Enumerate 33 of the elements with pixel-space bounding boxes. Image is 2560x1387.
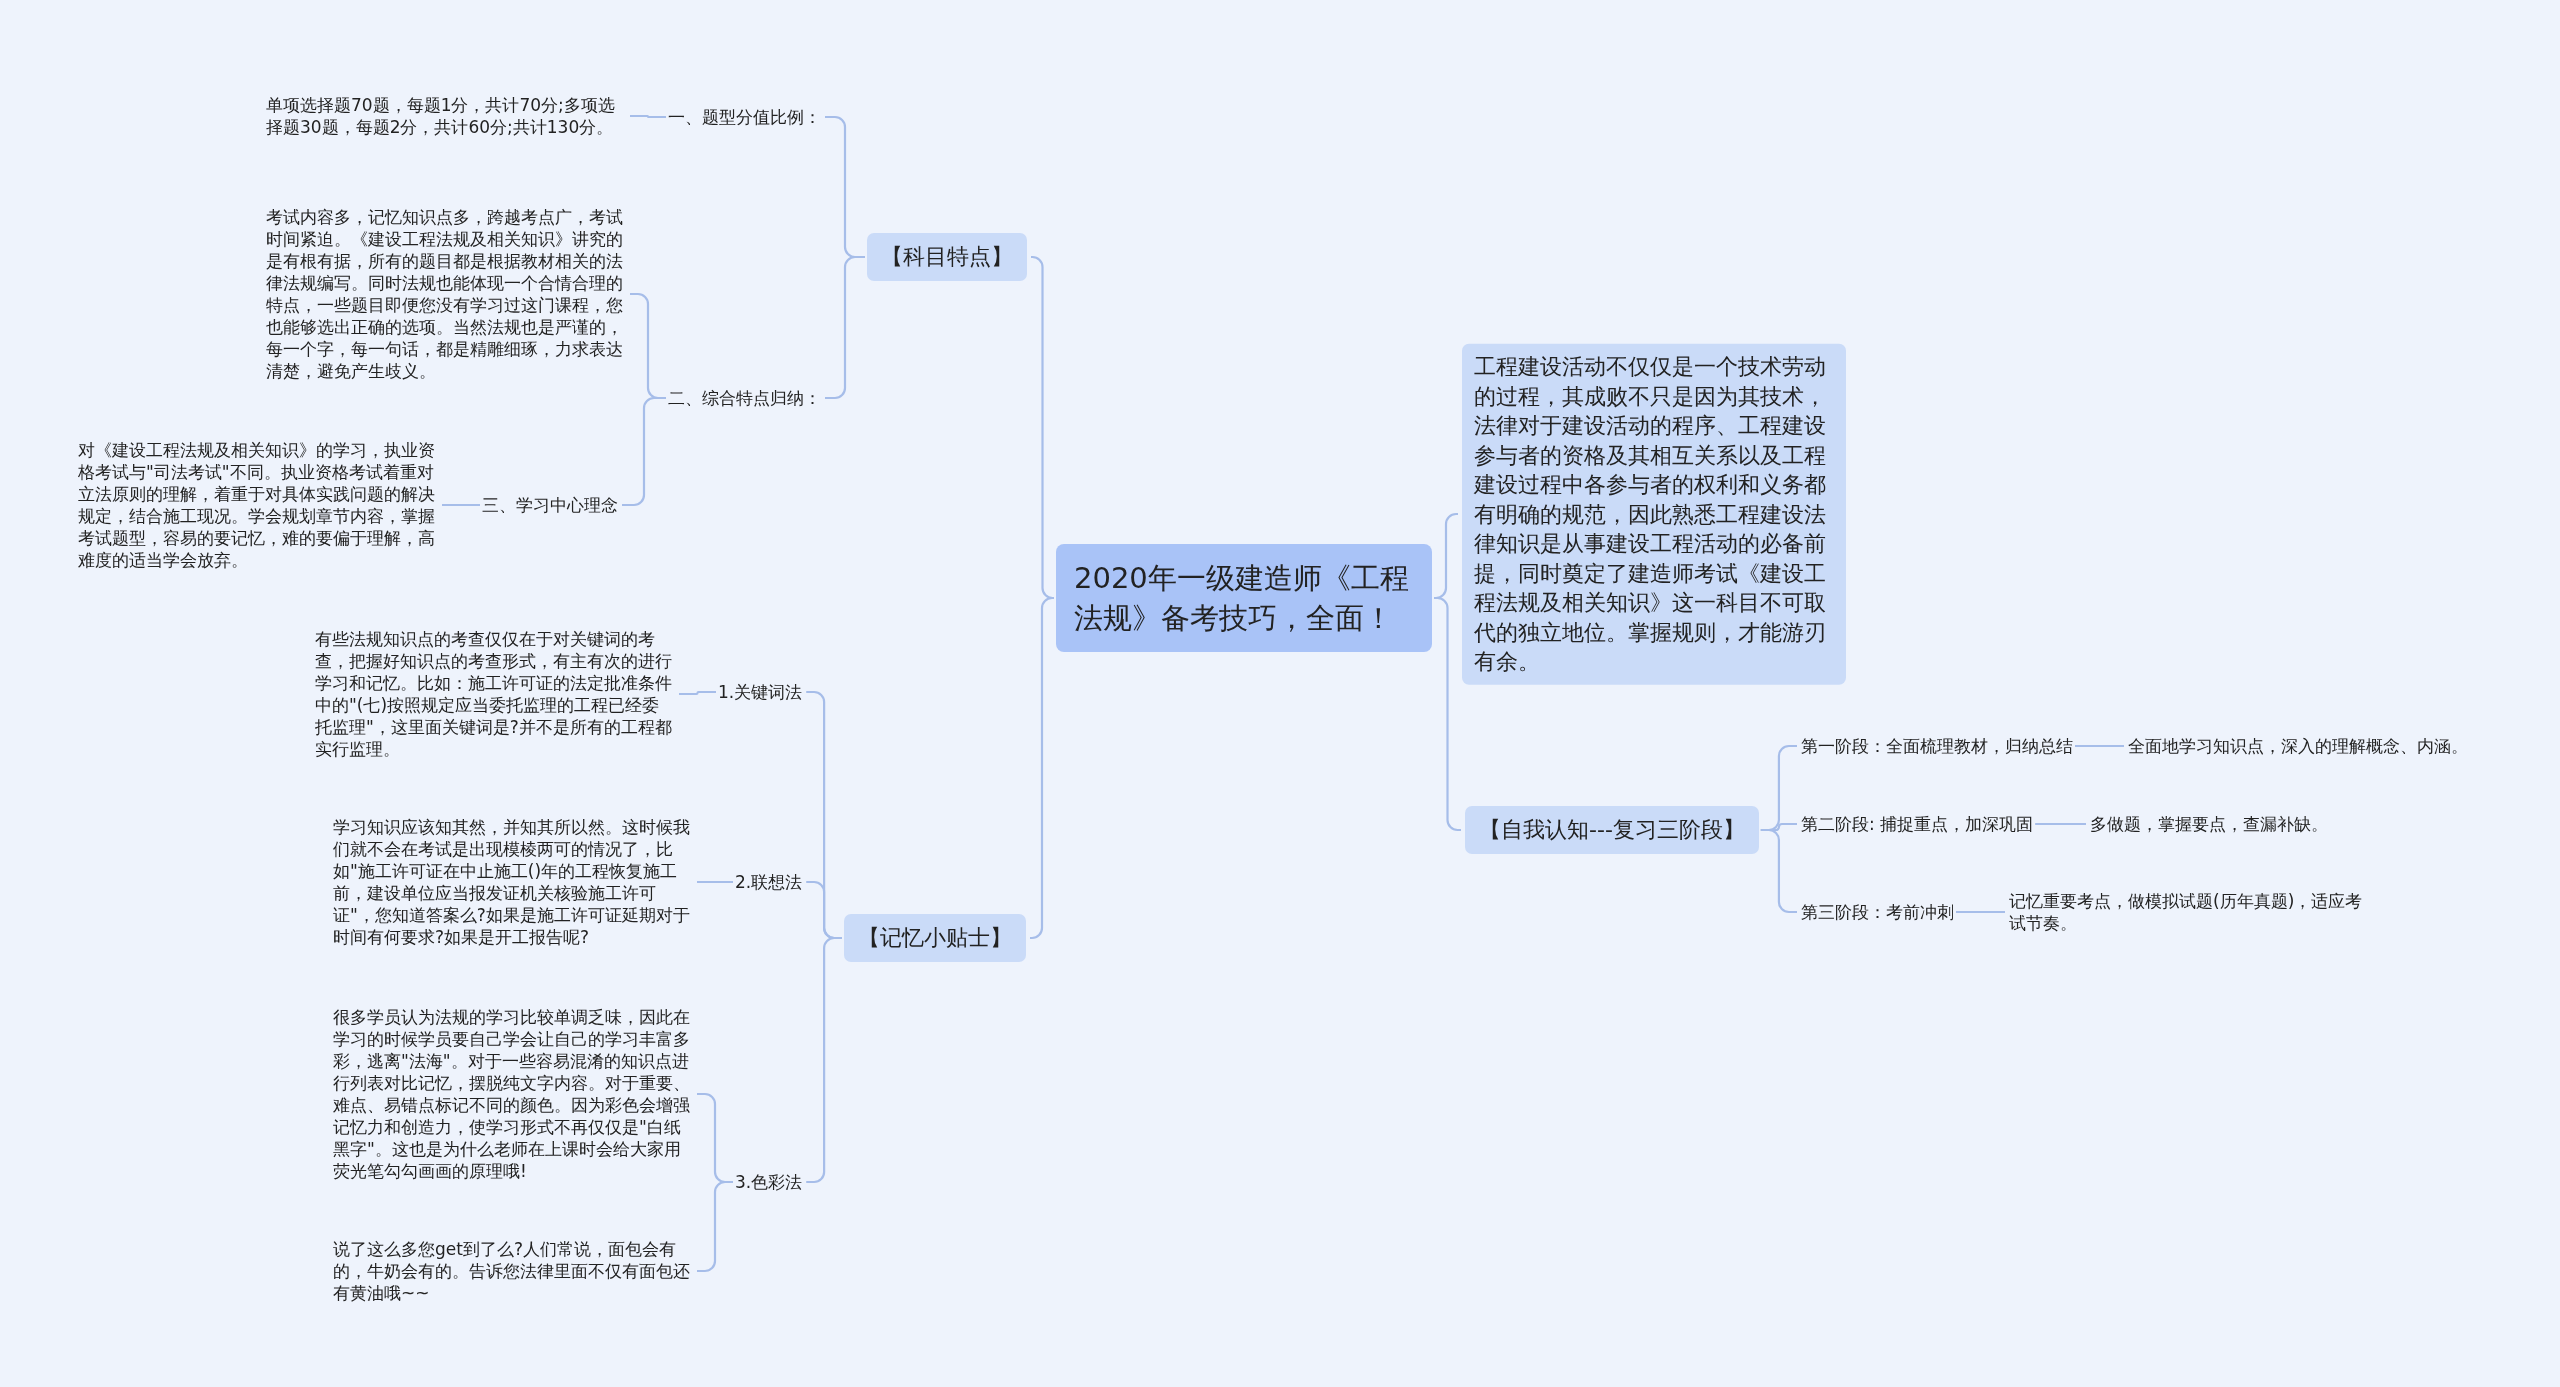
topic-label: 多做题，掌握要点，查漏补缺。 [2090,813,2328,835]
detail-text: 对《建设工程法规及相关知识》的学习，执业资格考试与"司法考试"不同。执业资格考试着重对立法原则的理解，着重于对具体实践问题的解决规定，结合施工现况。学会规划章节内容，掌握考试题型，容易的要记忆，难的要偏于理解，高难度的适当学会放弃。 [78,439,436,571]
topic-label: 1.关键词法 [718,681,803,703]
connector-line [1956,910,2005,914]
connector-line [1434,596,1461,832]
topic-label: 第三阶段：考前冲刺 [1801,901,1954,923]
connector-line [2035,822,2086,826]
connector-line [1029,596,1055,940]
detail-text: 有些法规知识点的考查仅仅在于对关键词的考查，把握好知识点的考查形式，有主有次的进行学习和记忆。比如：施工许可证的法定批准条件中的"(七)按照规定应当委托监理的工程已经委托监理"，这里面关键词是?并不是所有的工程都实行监理。 [315,628,673,760]
connector-line [697,880,733,884]
topic-label: 第一阶段：全面梳理教材，归纳总结 [1801,735,2073,757]
topic-label: 一、题型分值比例： [668,106,821,128]
detail-text: 记忆重要考点，做模拟试题(历年真题)，适应考试节奏。 [2009,890,2364,934]
branch-topic-box: 【科目特点】 [867,233,1027,281]
topic-label: 全面地学习知识点，深入的理解概念、内涵。 [2128,735,2468,757]
connector-line [679,690,716,696]
detail-text: 学习知识应该知其然，并知其所以然。这时候我们就不会在考试是出现模棱两可的情况了，比如"施工许可证在中止施工()年的工程恢复施工前，建设单位应当报发证机关核验施工许可证"，您知道答案么?如果是施工许可证延期对于时间有何要求?如果是开工报告呢? [333,816,691,948]
branch-topic-box: 【自我认知---复习三阶段】 [1465,806,1759,854]
topic-label: 3.色彩法 [735,1171,803,1193]
topic-label: 第二阶段: 捕捉重点，加深巩固 [1801,813,2034,835]
note-box: 工程建设活动不仅仅是一个技术劳动的过程，其成败不只是因为其技术，法律对于建设活动的程序、工程建设参与者的资格及其相互关系以及工程建设过程中各参与者的权利和义务都有明确的规范，因此熟悉工程建设法律知识是从事建设工程活动的必备前提，同时奠定了建造师考试《建设工程法规及相关知识》这一科目不可取代的独立地位。掌握规则，才能游刃有余。 [1462,343,1846,685]
connector-line [630,114,666,119]
detail-text: 考试内容多，记忆知识点多，跨越考点广，考试时间紧迫。《建设工程法规及相关知识》讲究的是有根有据，所有的题目都是根据教材相关的法律法规编写。同时法规也能体现一个合情合理的特点，一些题目即便您没有学习过这门课程，您也能够选出正确的选项。当然法规也是严谨的，每一个字，每一句话，都是精雕细琢，力求表达清楚，避免产生歧义。 [266,206,624,382]
central-topic-box: 2020年一级建造师《工程法规》备考技巧，全面！ [1056,544,1432,652]
branch-topic-box: 【记忆小贴士】 [844,914,1026,962]
detail-text: 很多学员认为法规的学习比较单调乏味，因此在学习的时候学员要自己学会让自己的学习丰富多彩，逃离"法海"。对于一些容易混淆的知识点进行列表对比记忆，摆脱纯文字内容。对于重要、难点、易错点标记不同的颜色。因为彩色会增强记忆力和创造力，使学习形式不再仅仅是"白纸黑字"。这也是为什么老师在上课时会给大家用荧光笔勾勾画画的原理哦! [333,1006,691,1182]
topic-label: 2.联想法 [735,871,803,893]
topic-label: 三、学习中心理念 [482,494,618,516]
topic-label: 二、综合特点归纳： [668,387,821,409]
detail-text: 单项选择题70题，每题1分，共计70分;多项选择题30题，每题2分，共计60分;共计130分。 [266,94,616,138]
connector-line [442,503,480,507]
detail-text: 说了这么多您get到了么?人们常说，面包会有的，牛奶会有的。告诉您法律里面不仅有面包还有黄油哦~~ [333,1238,691,1304]
connector-line [2075,744,2124,748]
